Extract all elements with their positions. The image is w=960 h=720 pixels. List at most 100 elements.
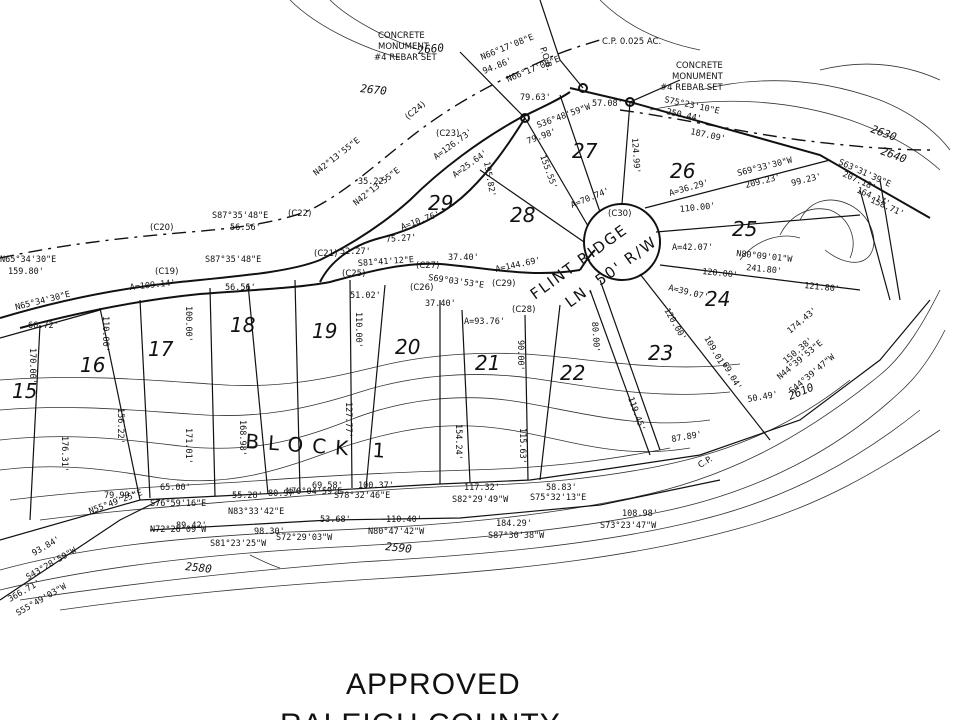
bearing-label: 79.99' [104, 491, 135, 501]
bearing-label: 80.00' [589, 322, 601, 353]
cp-area-note: C.P. 0.025 AC. [602, 37, 661, 47]
bearing-label: 115.63' [517, 428, 527, 464]
bearing-label: 75.27' [386, 233, 417, 245]
road-edges [0, 39, 931, 329]
bearing-label: A=42.07' [672, 243, 713, 253]
bearing-label: 56.56' [230, 223, 261, 233]
bearing-label: 176.31' [59, 436, 69, 472]
bearing-label: 124.99' [629, 138, 641, 174]
bearing-label: N70°04'59"E [286, 487, 342, 497]
lot-label: 16 [80, 353, 105, 377]
lot-label: 24 [705, 287, 730, 311]
bearing-label: 100.37' [358, 481, 394, 491]
bearing-label: S75°32'13"E [530, 493, 586, 503]
lot-label: 26 [670, 159, 695, 183]
bearing-label: A=109.14' [129, 278, 176, 293]
bearing-label: 110.00' [353, 312, 363, 348]
stamp-approved: APPROVED [346, 668, 521, 701]
lot-label: 15 [12, 379, 37, 403]
lot-label: 23 [648, 341, 673, 365]
bearing-label: A=10.76' [400, 209, 442, 232]
bearing-label: 120.00' [661, 307, 688, 343]
lot-label: 21 [475, 351, 500, 375]
curve-label: (C24) [404, 100, 428, 123]
monument-note-right: #4 REBAR SET [660, 83, 724, 93]
bearing-label: S72°29'03"W [276, 533, 333, 543]
bearing-label: 174.43' [786, 306, 820, 337]
lot-label: 17 [148, 337, 174, 361]
bearing-label: 110.40' [386, 515, 422, 525]
bearing-label: N72°26'09"W [150, 525, 207, 535]
bearing-label: 66.72' [28, 321, 59, 331]
curve-label: (C27) [416, 261, 439, 271]
bearing-label: S73°23'47"W [600, 521, 657, 531]
bearing-labels: S87°35'48"E 56.56' S87°35'48"E 56.56' N6… [0, 32, 906, 618]
bearing-label: 98.30' [254, 527, 285, 537]
bearing-label: S81°41'12"E [358, 255, 415, 269]
bearing-label: 168.98' [237, 420, 247, 456]
bearing-label: 127.77' [343, 402, 353, 438]
lot-lines [0, 94, 931, 601]
street-label: FLINT RIDGE LN. 50' R/W [527, 220, 661, 311]
bearing-label: 87.89' [671, 430, 703, 445]
monument-note-left: #4 REBAR SET [374, 53, 438, 63]
bearing-label: 57.08' [592, 99, 623, 109]
contour-label: 2630 [869, 123, 899, 144]
curve-label: (C20) [150, 223, 173, 233]
bearing-label: 110.00' [679, 201, 716, 215]
curve-label: (C21) [314, 249, 337, 259]
bearing-label: N42°13'55"E [312, 136, 363, 179]
bearing-label: 120.00' [702, 267, 739, 281]
bearing-label: 80.97' [268, 489, 299, 499]
bearing-label: 99.23' [790, 172, 822, 189]
monument-note-right: CONCRETE [676, 61, 723, 71]
bearing-label: 241.80' [746, 263, 783, 277]
lot-label: 25 [732, 217, 757, 241]
bearing-label: 187.09' [689, 127, 726, 144]
curve-label: (C26) [410, 283, 433, 293]
curve-label: (C22) [288, 209, 311, 219]
bearing-label: 50.49' [747, 390, 779, 405]
monument-note-left: MONUMENT [378, 42, 430, 52]
bearing-label: S87°35'48"E [212, 211, 268, 221]
bearing-label: 55.28' [232, 491, 263, 501]
block-label: BLOCK 1 [245, 429, 395, 463]
contour-label: 2640 [879, 145, 909, 166]
bearing-label: 195.82' [481, 161, 497, 198]
bearing-label: S78°32'46"E [334, 491, 390, 501]
bearing-label: 170.00' [27, 348, 37, 384]
bearing-label: 90.00' [515, 340, 525, 371]
bearing-label: 154.24' [453, 424, 463, 460]
bearing-label: 53.68' [320, 515, 351, 525]
lot-label: 22 [560, 361, 585, 385]
bearing-label: A=39.07' [667, 283, 709, 303]
bearing-label: S76°59'16"E [150, 499, 206, 509]
bearing-label: N65°34'30"E [0, 255, 56, 265]
bearing-label: N42°13'55"E [352, 166, 403, 209]
bearing-label: 51.02' [350, 291, 381, 301]
curve-label: (C30) [608, 209, 631, 219]
bearing-label: N80°09'01"W [736, 249, 794, 265]
bearing-label: 79.63' [520, 93, 551, 103]
bearing-label: 37.40' [448, 253, 479, 263]
monument-note-left: CONCRETE [378, 31, 425, 41]
lot-label: 18 [230, 313, 255, 337]
bearing-label: 52.27' [340, 247, 371, 257]
bearing-label: S81°23'25"W [210, 539, 267, 549]
monument-note-right: MONUMENT [672, 72, 724, 82]
bearing-label: 100.00' [183, 306, 193, 342]
lot-label: 20 [395, 335, 420, 359]
bearing-label: 37.40' [425, 299, 456, 309]
contour-label: 2670 [360, 82, 388, 98]
curve-label: (C29) [492, 279, 515, 289]
bearing-label: 171.01' [183, 428, 193, 464]
bearing-label: 65.00' [160, 483, 191, 493]
bearing-label: 119.45' [625, 396, 647, 433]
contour-label: 2660 [417, 41, 445, 57]
bearing-label: A=93.76' [464, 317, 505, 327]
bearing-label: 108.98' [622, 509, 658, 519]
curve-label: (C28) [512, 305, 535, 315]
bearing-label: 79.98' [526, 127, 558, 147]
bearing-label: S82°29'49"W [452, 495, 509, 505]
